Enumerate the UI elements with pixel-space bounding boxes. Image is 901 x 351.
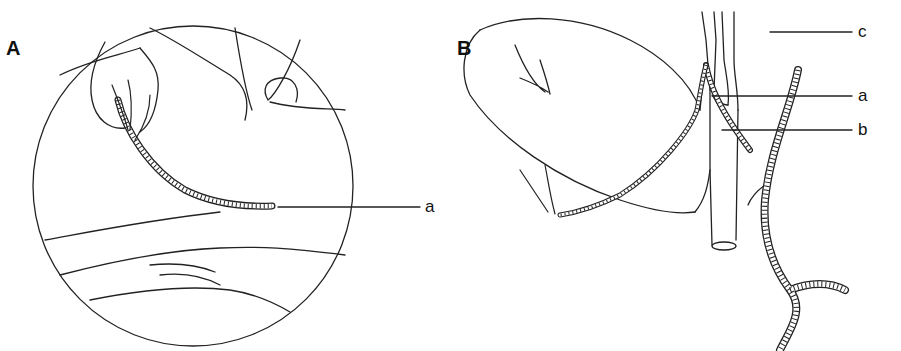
bile-ducts xyxy=(695,12,738,250)
part-label: b xyxy=(858,121,867,138)
part-label: c xyxy=(858,23,867,40)
hepatic-artery xyxy=(520,65,845,350)
leader-line xyxy=(770,31,852,32)
gallbladder xyxy=(464,19,700,213)
gallbladder-view xyxy=(45,28,345,312)
leader-line xyxy=(722,129,852,130)
panel-letter: B xyxy=(457,38,471,58)
cystic-artery xyxy=(112,80,272,206)
leader-line xyxy=(712,95,852,96)
part-label: a xyxy=(858,87,867,104)
leader-line xyxy=(278,206,420,207)
view-circle xyxy=(33,26,353,346)
part-label: a xyxy=(425,198,434,215)
panel-letter: A xyxy=(6,38,20,58)
